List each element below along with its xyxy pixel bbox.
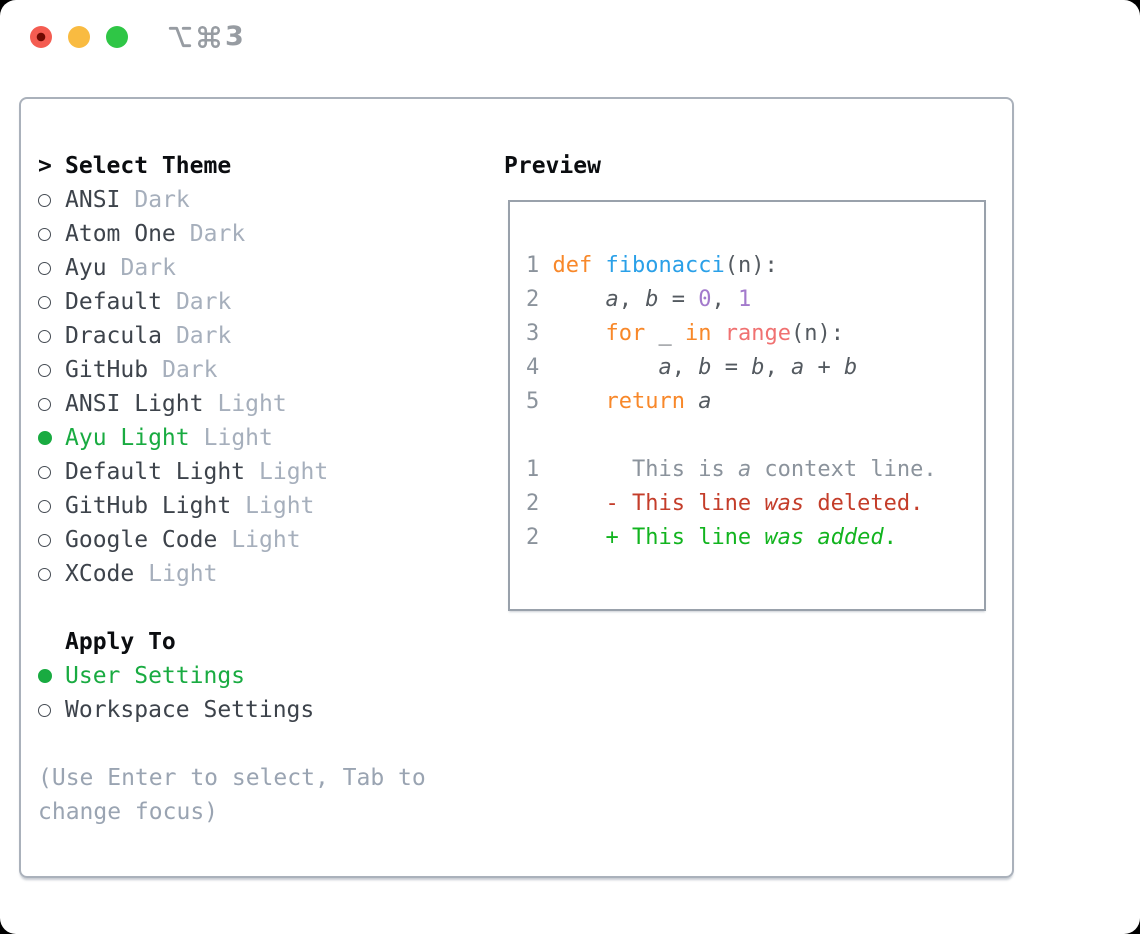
- theme-item-default-light[interactable]: Default Light Light: [38, 455, 468, 489]
- close-button[interactable]: [30, 26, 52, 48]
- shortcut-number: 3: [225, 21, 244, 52]
- spacer: [38, 727, 468, 761]
- item-label: Google Code: [65, 527, 218, 553]
- item-label: Default Light: [65, 459, 246, 485]
- apply-option-workspace-settings[interactable]: Workspace Settings: [38, 693, 468, 727]
- theme-item-google-code[interactable]: Google Code Light: [38, 523, 468, 557]
- minimize-button[interactable]: [68, 26, 90, 48]
- item-variant-label: Dark: [162, 357, 218, 383]
- radio-icon: [38, 261, 51, 275]
- code-line: 1 def fibonacci(n):: [526, 253, 778, 278]
- preview-box: 1 def fibonacci(n): 2 a, b = 0, 1 3 for _ …: [508, 200, 986, 611]
- theme-item-atom-one[interactable]: Atom One Dark: [38, 217, 468, 251]
- item-variant-label: Dark: [120, 255, 176, 281]
- code-line: 4 a, b = b, a + b: [526, 355, 858, 380]
- theme-item-github[interactable]: GitHub Dark: [38, 353, 468, 387]
- code-line: 1 This is a context line.: [526, 457, 937, 482]
- code-line: 2 a, b = 0, 1: [526, 287, 752, 312]
- item-variant-label: Dark: [175, 289, 232, 315]
- radio-icon: [38, 499, 51, 513]
- code-line: 2 - This line was deleted.: [526, 491, 924, 516]
- item-variant-label: Dark: [189, 221, 246, 247]
- theme-list: ANSI Dark Atom One Dark Ayu Dark Default…: [38, 183, 468, 591]
- code-line: 3 for _ in range(n):: [526, 321, 844, 346]
- titlebar: [30, 26, 128, 48]
- apply-to-title: Apply To: [65, 629, 176, 655]
- item-label: Atom One: [65, 221, 176, 247]
- preview-title: Preview: [504, 153, 601, 179]
- item-variant-label: Light: [245, 493, 315, 519]
- item-label: GitHub Light: [65, 493, 232, 519]
- theme-item-default[interactable]: Default Dark: [38, 285, 468, 319]
- theme-item-ayu-light[interactable]: Ayu Light Light: [38, 421, 468, 455]
- radio-icon: [38, 295, 51, 309]
- code-line: 2 + This line was added.: [526, 525, 897, 550]
- code-line: [526, 419, 984, 453]
- radio-icon: [38, 363, 51, 377]
- select-theme-header: > Select Theme: [38, 149, 468, 183]
- spacer: [38, 591, 468, 625]
- item-label: Ayu: [65, 255, 107, 281]
- command-icon: [197, 25, 221, 49]
- window-title-shortcut: 3: [167, 23, 244, 51]
- apply-to-header: Apply To: [38, 625, 468, 659]
- radio-icon: [38, 329, 51, 343]
- item-variant-label: Light: [203, 425, 273, 451]
- code-line: 5 return a: [526, 389, 712, 414]
- select-theme-title: Select Theme: [65, 153, 232, 179]
- item-label: User Settings: [65, 663, 246, 689]
- item-label: ANSI: [65, 187, 121, 213]
- theme-item-ansi[interactable]: ANSI Dark: [38, 183, 468, 217]
- radio-icon: [38, 193, 51, 207]
- radio-icon: [38, 703, 51, 717]
- theme-item-ansi-light[interactable]: ANSI Light Light: [38, 387, 468, 421]
- item-label: XCode: [65, 561, 135, 587]
- item-variant-label: Light: [231, 527, 301, 553]
- radio-icon: [38, 397, 51, 411]
- theme-item-dracula[interactable]: Dracula Dark: [38, 319, 468, 353]
- item-label: Default: [65, 289, 162, 315]
- item-variant-label: Dark: [175, 323, 232, 349]
- theme-column: > Select Theme ANSI Dark Atom One Dark A…: [38, 149, 468, 829]
- item-variant-label: Light: [148, 561, 218, 587]
- cursor-chevron-icon: >: [38, 153, 52, 179]
- radio-icon: [38, 227, 51, 241]
- item-label: Ayu Light: [65, 425, 190, 451]
- code-preview: 1 def fibonacci(n): 2 a, b = 0, 1 3 for _ …: [526, 249, 984, 555]
- item-label: GitHub: [65, 357, 149, 383]
- radio-selected-icon: [38, 669, 52, 683]
- radio-icon: [38, 533, 51, 547]
- item-label: Workspace Settings: [65, 697, 315, 723]
- radio-icon: [38, 465, 51, 479]
- theme-selector-panel: > Select Theme ANSI Dark Atom One Dark A…: [19, 97, 1014, 878]
- radio-selected-icon: [38, 431, 52, 445]
- theme-item-ayu[interactable]: Ayu Dark: [38, 251, 468, 285]
- help-text: (Use Enter to select, Tab to change focu…: [38, 765, 426, 825]
- theme-item-xcode[interactable]: XCode Light: [38, 557, 468, 591]
- option-icon: [168, 26, 192, 48]
- zoom-button[interactable]: [106, 26, 128, 48]
- item-variant-label: Dark: [134, 187, 190, 213]
- item-label: ANSI Light: [65, 391, 204, 417]
- item-variant-label: Light: [259, 459, 329, 485]
- apply-option-user-settings[interactable]: User Settings: [38, 659, 468, 693]
- apply-to-list: User Settings Workspace Settings: [38, 659, 468, 727]
- item-label: Dracula: [65, 323, 162, 349]
- item-variant-label: Light: [217, 391, 287, 417]
- theme-item-github-light[interactable]: GitHub Light Light: [38, 489, 468, 523]
- radio-icon: [38, 567, 51, 581]
